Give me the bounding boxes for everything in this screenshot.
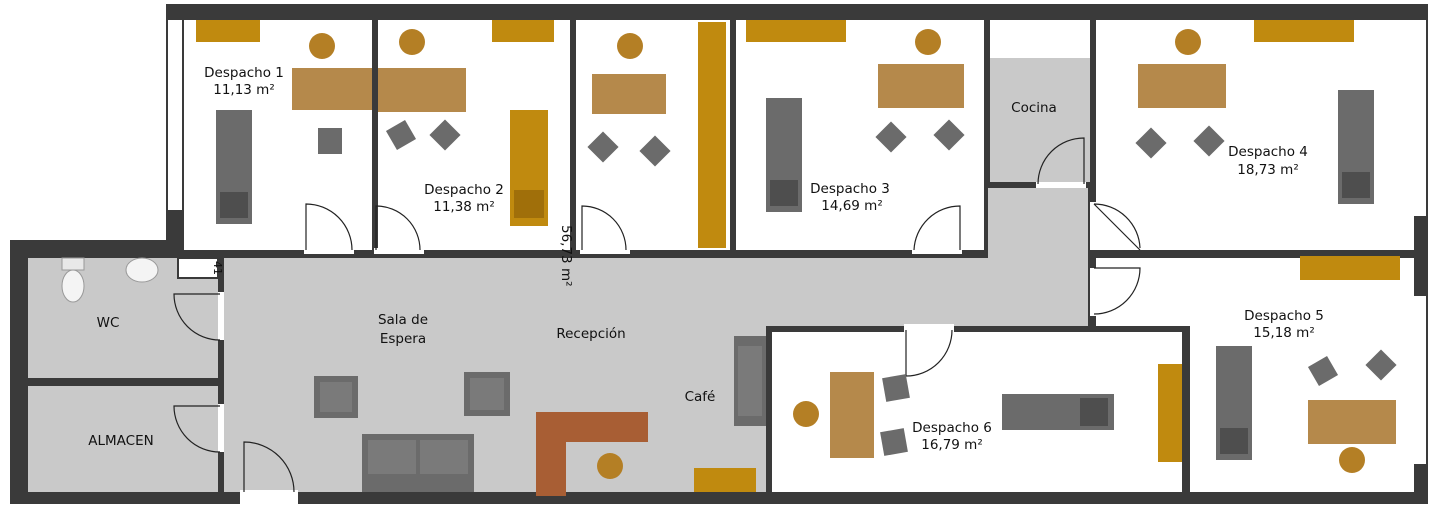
label-despacho6-area: 16,79 m²	[921, 437, 983, 453]
label-sala-espera-line2: Espera	[380, 331, 426, 347]
label-common-area: 56,73 m²	[558, 225, 574, 287]
label-despacho4-name: Despacho 4	[1228, 144, 1308, 160]
label-despacho1-area: 11,13 m²	[213, 82, 275, 98]
label-despacho4-area: 18,73 m²	[1237, 162, 1299, 178]
label-cocina: Cocina	[1011, 100, 1057, 116]
label-despacho6-name: Despacho 6	[912, 420, 992, 436]
label-despacho3-name: Despacho 3	[810, 181, 890, 197]
label-despacho2-area: 11,38 m²	[433, 199, 495, 215]
label-cafe: Café	[685, 389, 716, 405]
label-despacho2-name: Despacho 2	[424, 182, 504, 198]
doors	[173, 137, 1141, 506]
label-despacho5-name: Despacho 5	[1244, 308, 1324, 324]
room-almacen-floor	[28, 386, 218, 492]
label-sala-espera-line1: Sala de	[378, 312, 428, 328]
label-despacho1-name: Despacho 1	[204, 65, 284, 81]
label-recepcion: Recepción	[556, 326, 625, 342]
label-almacen: ALMACEN	[88, 433, 153, 449]
label-wc: WC	[97, 315, 120, 331]
label-despacho3-area: 14,69 m²	[821, 198, 883, 214]
label-despacho5-area: 15,18 m²	[1253, 325, 1315, 341]
common-area-floor	[224, 188, 1088, 492]
label-small-closet: 41	[211, 261, 224, 275]
small-closet	[177, 257, 219, 279]
room-despacho1-floor	[184, 20, 372, 250]
room-labels: Despacho 1 11,13 m² Despacho 2 11,38 m² …	[88, 65, 1324, 453]
